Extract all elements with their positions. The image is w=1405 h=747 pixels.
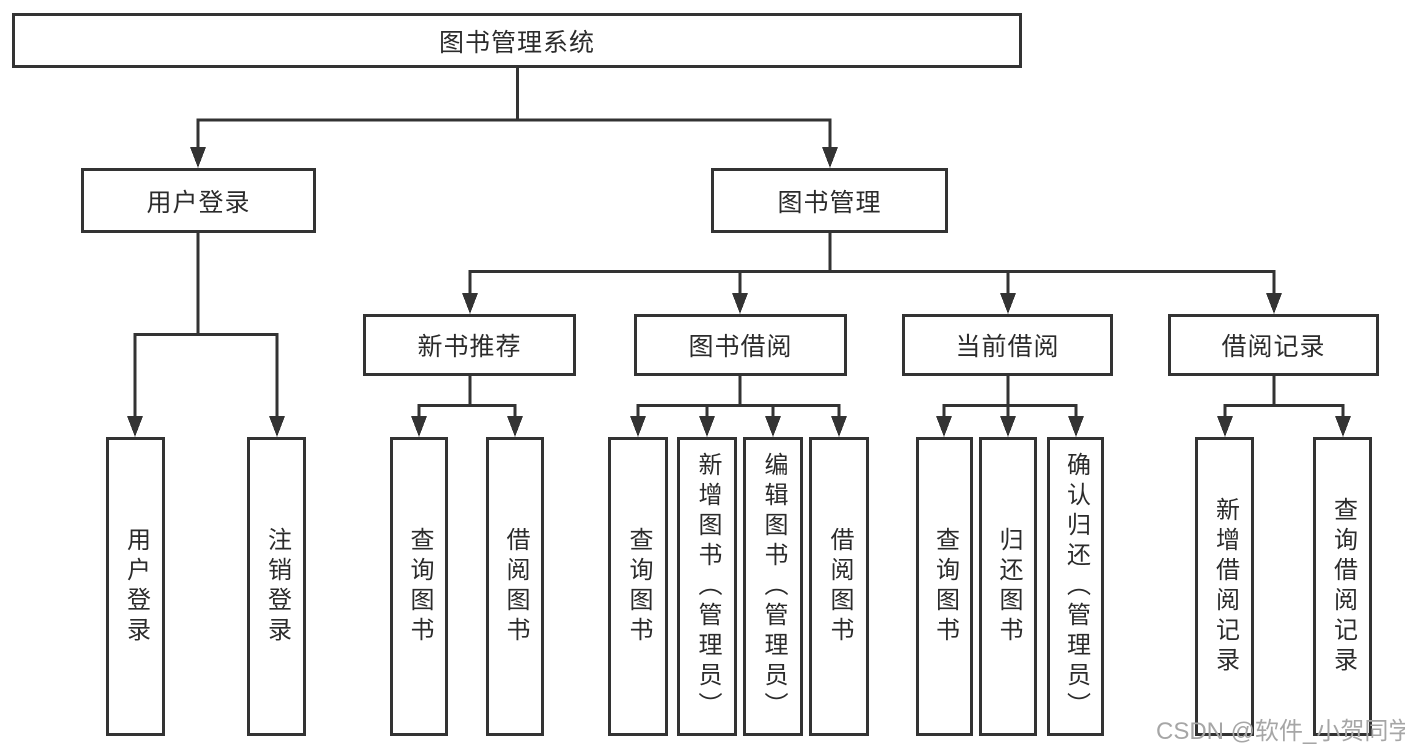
node-label: 归还图书 xyxy=(995,526,1022,647)
connector-user-login-fan xyxy=(127,233,285,437)
connector-current-borrow-fan xyxy=(936,376,1084,437)
connector-root-to-level2 xyxy=(190,68,838,168)
connector-book-borrow-fan xyxy=(630,376,847,437)
node-label: 查询图书 xyxy=(406,526,433,647)
leaf-return-books: 归还图书 xyxy=(979,437,1037,736)
connector-book-management-fan xyxy=(462,233,1282,314)
node-label: 图书管理 xyxy=(777,188,882,217)
node-borrow-records: 借阅记录 xyxy=(1168,314,1379,376)
leaf-query-books-current: 查询图书 xyxy=(916,437,973,736)
node-label: 新增图书（管理员） xyxy=(694,451,721,722)
node-label: 查询借阅记录 xyxy=(1329,496,1357,677)
leaf-query-borrow-record: 查询借阅记录 xyxy=(1313,437,1372,736)
node-label: 查询图书 xyxy=(931,526,959,647)
node-label: 新增借阅记录 xyxy=(1211,496,1239,677)
leaf-add-books-admin: 新增图书（管理员） xyxy=(677,437,737,736)
node-book-borrow: 图书借阅 xyxy=(634,314,847,376)
node-label: 注销登录 xyxy=(263,526,291,647)
node-label: 用户登录 xyxy=(146,188,251,217)
node-label: 图书借阅 xyxy=(688,333,793,361)
leaf-add-borrow-record: 新增借阅记录 xyxy=(1195,437,1254,736)
leaf-user-login: 用户登录 xyxy=(106,437,165,736)
csdn-watermark: CSDN @软件_小贺同学 xyxy=(1156,718,1405,745)
node-label: 编辑图书（管理员） xyxy=(760,451,787,722)
leaf-query-books-recommend: 查询图书 xyxy=(390,437,448,736)
leaf-edit-books-admin: 编辑图书（管理员） xyxy=(743,437,803,736)
node-label: 查询图书 xyxy=(625,526,652,647)
node-label: 用户登录 xyxy=(122,526,150,647)
node-root-book-management-system: 图书管理系统 xyxy=(12,13,1022,68)
node-book-management: 图书管理 xyxy=(711,168,948,233)
node-label: 图书管理系统 xyxy=(438,28,595,57)
connector-borrow-records-fan xyxy=(1217,376,1351,437)
node-label: 借阅记录 xyxy=(1221,333,1326,361)
connector-new-book-recommend-fan xyxy=(411,376,523,437)
leaf-confirm-return-admin: 确认归还（管理员） xyxy=(1047,437,1104,736)
node-label: 借阅图书 xyxy=(826,526,853,647)
node-current-borrow: 当前借阅 xyxy=(902,314,1113,376)
leaf-borrow-books-recommend: 借阅图书 xyxy=(486,437,544,736)
node-new-book-recommend: 新书推荐 xyxy=(363,314,576,376)
node-label: 当前借阅 xyxy=(955,333,1060,361)
node-label: 借阅图书 xyxy=(502,526,529,647)
leaf-query-books-borrow: 查询图书 xyxy=(608,437,668,736)
node-label: 确认归还（管理员） xyxy=(1062,451,1090,722)
node-user-login: 用户登录 xyxy=(81,168,316,233)
leaf-borrow-books: 借阅图书 xyxy=(809,437,869,736)
leaf-logout: 注销登录 xyxy=(247,437,306,736)
node-label: 新书推荐 xyxy=(417,333,522,361)
